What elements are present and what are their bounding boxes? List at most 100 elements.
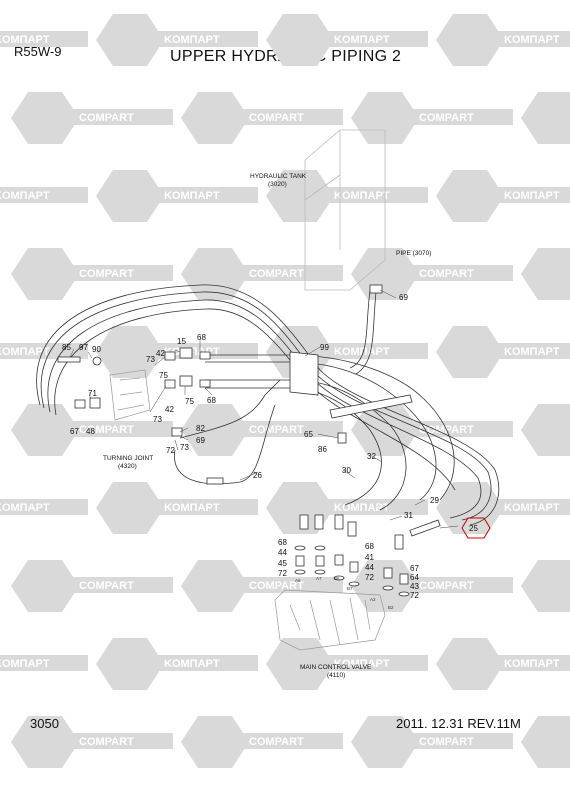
part-numbers: 85 97 90 73 42 15 68 71 75 73 42 75 68 6…	[62, 293, 478, 600]
watermark-text: COMPART	[249, 736, 304, 748]
part-67b: 67	[410, 564, 419, 573]
port-a7: A7	[316, 576, 322, 581]
part-41: 41	[365, 553, 374, 562]
watermark-text: COMPART	[249, 268, 304, 280]
part-72d: 72	[410, 591, 419, 600]
watermark-banner	[0, 187, 88, 203]
watermark-text: KOMПAPT	[0, 190, 50, 202]
part-73b: 73	[153, 415, 162, 424]
port-b2: B2	[388, 605, 394, 610]
watermark-text: KOMПAPT	[504, 34, 560, 46]
watermark-text: COMPART	[419, 736, 474, 748]
watermark-text: COMPART	[419, 580, 474, 592]
watermark-text: KOMПAPT	[0, 34, 50, 46]
part-44b: 44	[365, 563, 374, 572]
watermark-text: COMPART	[79, 736, 134, 748]
part-97: 97	[79, 343, 88, 352]
part-25: 25	[469, 524, 478, 533]
watermark-banner	[498, 499, 570, 515]
part-73a: 73	[146, 355, 155, 364]
watermark-text: KOMПAPT	[0, 658, 50, 670]
watermark-hexagon	[96, 170, 164, 222]
watermark-banner	[243, 577, 343, 593]
part-75b: 75	[185, 397, 194, 406]
part-72c: 72	[365, 573, 374, 582]
watermark-banner	[413, 733, 513, 749]
watermark-banner	[328, 343, 428, 359]
part-64: 64	[410, 573, 419, 582]
watermark-hexagon	[96, 326, 164, 378]
watermark-banner	[498, 343, 570, 359]
watermark-text: COMPART	[419, 268, 474, 280]
part-48: 48	[86, 427, 95, 436]
part-30: 30	[342, 466, 351, 475]
part-65: 65	[304, 430, 313, 439]
watermark-hexagon	[436, 638, 504, 690]
model-code: R55W-9	[14, 44, 62, 59]
hydraulic-tank-label: HYDRAULIC TANK	[250, 173, 307, 180]
watermark-hexagon	[436, 14, 504, 66]
part-45: 45	[278, 559, 287, 568]
part-68b: 68	[207, 396, 216, 405]
watermark-banner	[413, 109, 513, 125]
watermark-hexagon	[96, 638, 164, 690]
watermark-banner	[73, 265, 173, 281]
watermark-hexagon	[11, 404, 79, 456]
watermark-text: KOMПAPT	[334, 346, 390, 358]
leader-lines	[69, 289, 459, 529]
watermark-layer: KOMПAPT KOMПAPT KOMПAPT KOMПAPT COMPART COMPA…	[0, 14, 570, 768]
watermark-text: KOMПAPT	[164, 502, 220, 514]
watermark-hexagon	[181, 92, 249, 144]
watermark-banner	[73, 733, 173, 749]
hydraulic-tank-ref: (3020)	[268, 181, 287, 188]
part-85: 85	[62, 343, 71, 352]
watermark-text: KOMПAPT	[334, 34, 390, 46]
watermark-banner	[498, 187, 570, 203]
main-control-valve-drawing	[274, 589, 386, 651]
hydraulic-tank-drawing	[304, 129, 386, 291]
watermark-text: COMPART	[79, 112, 134, 124]
port-a2: A2	[370, 597, 376, 602]
part-68a: 68	[197, 333, 206, 342]
callout-texts: HYDRAULIC TANK (3020) PIPE (3070) TURNIN…	[103, 173, 431, 679]
port-b7: B7	[347, 586, 353, 591]
watermark-banner	[243, 421, 343, 437]
watermark-banner	[73, 421, 173, 437]
watermark-banner	[328, 499, 428, 515]
part-44a: 44	[278, 548, 287, 557]
watermark-hexagon	[11, 716, 79, 768]
pipe-label: PIPE (3070)	[396, 250, 431, 257]
turning-joint-label: TURNING JOINT	[103, 455, 153, 462]
watermark-hexagon	[521, 560, 570, 612]
watermark-banner	[0, 31, 88, 47]
part-31: 31	[404, 511, 413, 520]
watermark-banner	[413, 265, 513, 281]
watermark-banner	[498, 31, 570, 47]
watermark-banner	[328, 31, 428, 47]
watermark-hexagon	[96, 14, 164, 66]
watermark-hexagon	[436, 326, 504, 378]
watermark-text: KOMПAPT	[164, 190, 220, 202]
watermark-hexagon	[181, 248, 249, 300]
watermark-text: COMPART	[249, 580, 304, 592]
watermark-hexagon	[521, 404, 570, 456]
watermark-banner	[243, 109, 343, 125]
watermark-banner	[328, 655, 428, 671]
watermark-text: COMPART	[249, 424, 304, 436]
watermark-banner	[413, 421, 513, 437]
watermark-text: KOMПAPT	[504, 346, 560, 358]
watermark-text: KOMПAPT	[504, 658, 560, 670]
main-control-valve-label: MAIN CONTROL VALVE	[300, 664, 372, 671]
watermark-banner	[158, 187, 258, 203]
fittings-control-valve	[294, 514, 441, 597]
part-73c: 73	[180, 443, 189, 452]
part-75a: 75	[159, 371, 168, 380]
watermark-text: KOMПAPT	[0, 346, 50, 358]
fittings-turning-joint	[57, 284, 383, 485]
part-29: 29	[430, 496, 439, 505]
part-90: 90	[92, 345, 101, 354]
watermark-hexagon	[521, 248, 570, 300]
watermark-text: KOMПAPT	[164, 34, 220, 46]
part-42b: 42	[165, 405, 174, 414]
watermark-banner	[498, 655, 570, 671]
